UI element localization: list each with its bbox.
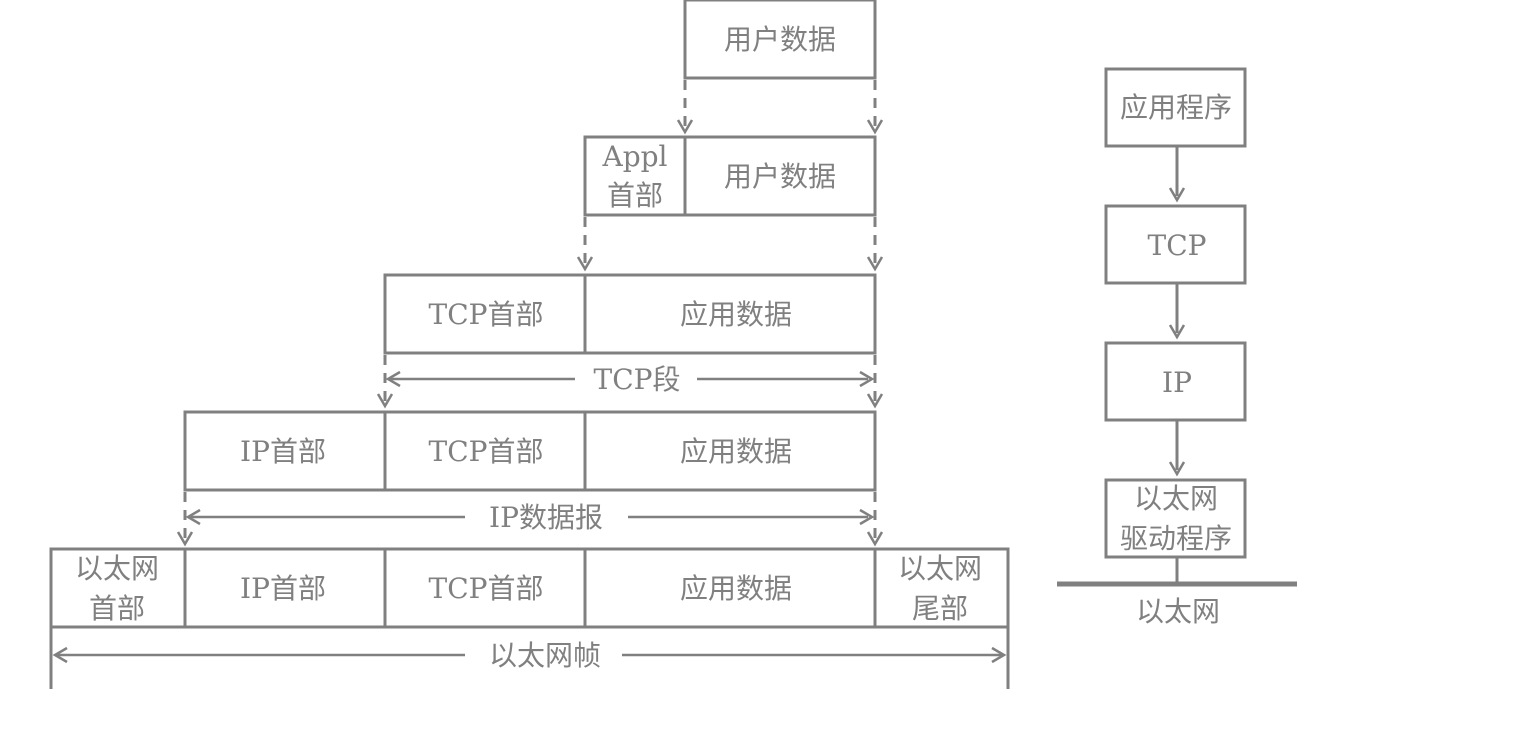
stack-ip-label: IP bbox=[1162, 366, 1192, 399]
appl-header-box bbox=[583, 135, 687, 217]
stack-tcp-label: TCP bbox=[1148, 229, 1207, 262]
stack-driver-line2: 驱动程序 bbox=[1120, 522, 1232, 555]
arrow-down-icon bbox=[866, 531, 884, 547]
stack-driver-line1: 以太网 bbox=[1134, 482, 1218, 515]
eth-header-line2: 首部 bbox=[89, 592, 145, 625]
ip-header-box-2 bbox=[183, 547, 387, 629]
arrow-left-icon bbox=[185, 508, 201, 526]
arrow-right-icon bbox=[859, 508, 875, 526]
arrow-down-icon bbox=[866, 256, 884, 272]
arrow-down-icon bbox=[676, 119, 694, 135]
tcp-header-box-2 bbox=[383, 410, 587, 492]
tcp-header-box bbox=[383, 273, 587, 355]
eth-trailer-line2: 尾部 bbox=[912, 592, 968, 625]
ip-datagram-label: IP数据报 bbox=[489, 501, 603, 534]
arrow-left-icon bbox=[52, 646, 68, 664]
arrow-down-icon bbox=[1168, 324, 1186, 340]
appl-header-line2: 首部 bbox=[607, 179, 663, 212]
user-data-label: 用户数据 bbox=[724, 23, 836, 56]
app-data-label-2: 应用数据 bbox=[680, 435, 792, 468]
ip-header-label: IP首部 bbox=[240, 435, 326, 468]
arrow-down-icon bbox=[176, 531, 194, 547]
eth-trailer-box bbox=[873, 547, 1010, 629]
eth-trailer-line1: 以太网 bbox=[898, 552, 982, 585]
app-data-box bbox=[583, 273, 877, 355]
arrow-down-icon bbox=[576, 256, 594, 272]
user-data-box-2 bbox=[683, 135, 877, 217]
arrow-left-icon bbox=[385, 370, 401, 388]
tcp-segment-label: TCP段 bbox=[594, 363, 681, 396]
ip-header-label-2: IP首部 bbox=[240, 572, 326, 605]
tcp-header-label: TCP首部 bbox=[429, 298, 544, 331]
stack-driver-box bbox=[1104, 478, 1247, 559]
arrow-down-icon bbox=[376, 393, 394, 409]
tcp-header-box-3 bbox=[383, 547, 587, 629]
user-data-label-2: 用户数据 bbox=[724, 160, 836, 193]
eth-header-box bbox=[49, 547, 187, 629]
app-data-label-3: 应用数据 bbox=[680, 572, 792, 605]
tcp-header-label-3: TCP首部 bbox=[429, 572, 544, 605]
arrow-right-icon bbox=[991, 646, 1007, 664]
app-data-box-3 bbox=[583, 547, 877, 629]
eth-frame-label: 以太网帧 bbox=[489, 639, 601, 672]
arrow-right-icon bbox=[859, 370, 875, 388]
app-data-box-2 bbox=[583, 410, 877, 492]
arrow-down-icon bbox=[866, 393, 884, 409]
tcp-header-label-2: TCP首部 bbox=[429, 435, 544, 468]
stack-app-box bbox=[1104, 67, 1247, 148]
appl-header-line1: Appl bbox=[601, 140, 667, 173]
app-data-label: 应用数据 bbox=[680, 298, 792, 331]
stack-app-label: 应用程序 bbox=[1120, 91, 1232, 124]
eth-header-line1: 以太网 bbox=[75, 552, 159, 585]
arrow-down-icon bbox=[866, 119, 884, 135]
stack-tcp-box bbox=[1104, 204, 1247, 285]
user-data-box bbox=[683, 0, 877, 80]
arrow-down-icon bbox=[1168, 187, 1186, 203]
ethernet-label: 以太网 bbox=[1136, 595, 1220, 628]
arrow-down-icon bbox=[1168, 461, 1186, 477]
